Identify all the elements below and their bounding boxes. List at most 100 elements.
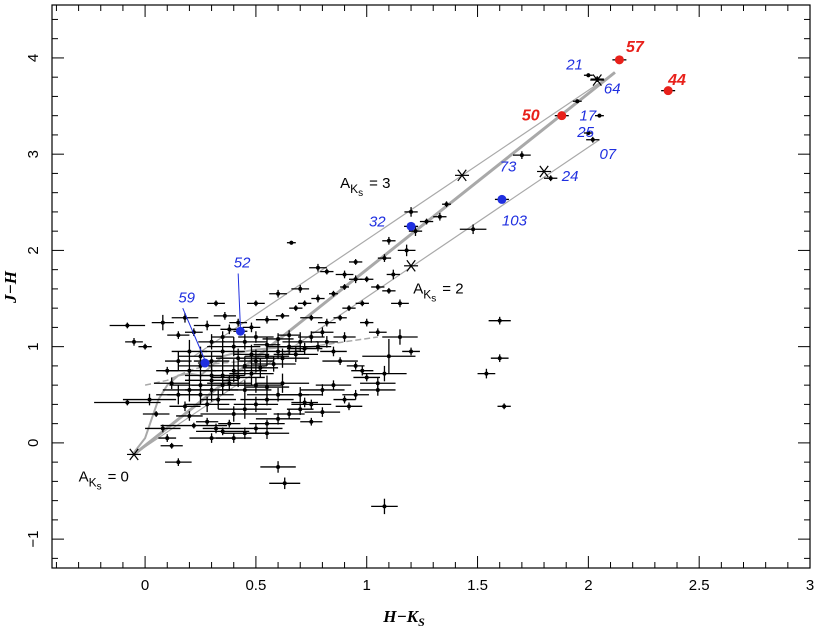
data-point [286,403,314,415]
red-star-label: 44 [667,72,686,89]
point-marker [132,339,137,344]
highlighted-points [197,55,676,368]
point-marker [302,400,307,405]
data-point [291,285,310,293]
point-marker [276,416,281,421]
extinction-label-s: s [97,481,102,492]
point-marker [154,412,159,417]
data-point [583,73,593,78]
point-marker [214,301,219,306]
point-marker [220,383,225,388]
point-marker [264,354,269,359]
y-tick-label: 4 [25,54,42,62]
extinction-markers [127,74,605,461]
data-point [368,328,387,337]
data-point [211,331,234,343]
data-point [333,314,347,321]
point-marker [287,344,292,349]
point-marker [353,277,358,282]
y-tick-label: 1 [25,342,42,350]
point-marker [282,481,287,486]
data-point [165,458,192,466]
y-tick-label: 2 [25,246,42,254]
data-point [513,151,531,159]
point-marker [298,407,303,412]
data-point [497,403,511,410]
point-marker [437,214,442,219]
data-point [165,351,192,371]
point-marker [227,381,232,386]
point-marker [169,381,174,386]
x-axis-title: H−KS [382,607,425,629]
blue-star-label: 103 [502,212,528,229]
point-marker [253,426,258,431]
point-marker [187,368,192,373]
point-marker [236,375,241,380]
data-point [315,380,352,390]
x-tick-label: 1 [363,577,371,594]
point-marker [586,73,591,78]
data-point [196,417,219,426]
point-marker [364,320,369,325]
point-marker [484,371,489,376]
point-marker [375,381,380,386]
data-point [360,384,396,396]
data-point [329,290,338,297]
data-point [167,385,234,405]
point-marker [214,426,219,431]
point-marker [187,349,192,354]
data-point [255,413,301,425]
point-marker [364,375,369,380]
point-marker [236,320,241,325]
data-point [382,236,396,245]
point-marker [338,315,343,320]
extinction-label-value: = 2 [442,281,463,298]
data-points [94,73,604,515]
point-marker [375,387,380,392]
extinction-star-marker [127,448,142,461]
data-point [171,312,199,323]
data-point [233,344,270,364]
data-point [242,358,279,378]
point-marker [375,330,380,335]
data-point [583,130,593,135]
data-point [255,315,279,324]
data-point [218,399,272,419]
extinction-label-value: = 3 [369,175,390,192]
star-stroke [406,259,416,272]
x-tick-label: 1.5 [467,577,488,594]
point-marker [298,286,303,291]
data-point [335,402,363,411]
blue-point [200,358,210,368]
data-point [158,434,177,442]
data-point [595,113,604,118]
leader-line-52 [237,273,241,328]
point-marker [309,419,314,424]
extinction-label-k: K [89,475,97,489]
data-point [355,300,369,307]
data-point [311,327,334,338]
point-marker [315,344,320,349]
point-marker [222,313,227,318]
point-marker [264,397,269,402]
data-point [391,299,409,308]
data-point [286,342,323,355]
data-point [229,318,248,327]
point-marker [320,330,325,335]
point-marker [176,333,181,338]
extinction-label-s: s [431,294,436,305]
point-marker [220,335,225,340]
point-marker [231,368,236,373]
point-marker [397,335,402,340]
point-marker [382,371,387,376]
point-marker [346,306,351,311]
point-marker [253,402,258,407]
blue-star-label: 64 [604,81,621,98]
data-point [200,389,236,410]
x-tick-label: 0 [141,577,149,594]
point-marker [342,272,347,277]
data-point [335,270,354,279]
point-marker [346,404,351,409]
point-marker [293,306,298,311]
